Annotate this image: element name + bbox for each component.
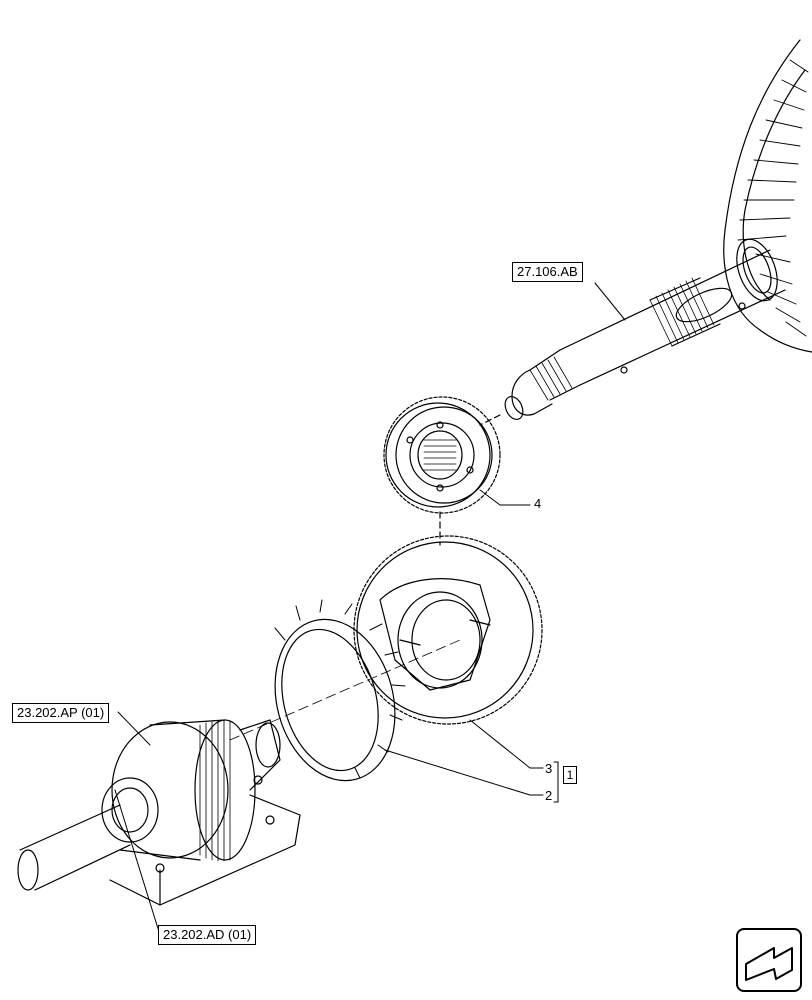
clutch-assembly xyxy=(17,719,301,906)
clutch-reference-label[interactable]: 23.202.AP (01) xyxy=(12,703,110,723)
leader-lines xyxy=(114,282,626,936)
snap-ring xyxy=(274,599,406,782)
shaft xyxy=(479,249,786,426)
callout-item-3: 3 xyxy=(545,761,553,776)
callout-item-2: 2 xyxy=(545,788,553,803)
shaft-reference-label[interactable]: 27.106.AB xyxy=(512,262,583,282)
crown-gear xyxy=(723,39,812,353)
shaft-splines xyxy=(649,277,715,347)
bearing-reference-label[interactable]: 23.202.AD (01) xyxy=(158,925,257,945)
group-reference-box[interactable]: 1 xyxy=(563,766,577,784)
small-gear xyxy=(383,396,501,546)
callout-item-4: 4 xyxy=(534,496,542,511)
large-gear xyxy=(353,535,543,725)
arrow-icon xyxy=(745,947,793,981)
shaft-end-splines xyxy=(529,356,573,401)
